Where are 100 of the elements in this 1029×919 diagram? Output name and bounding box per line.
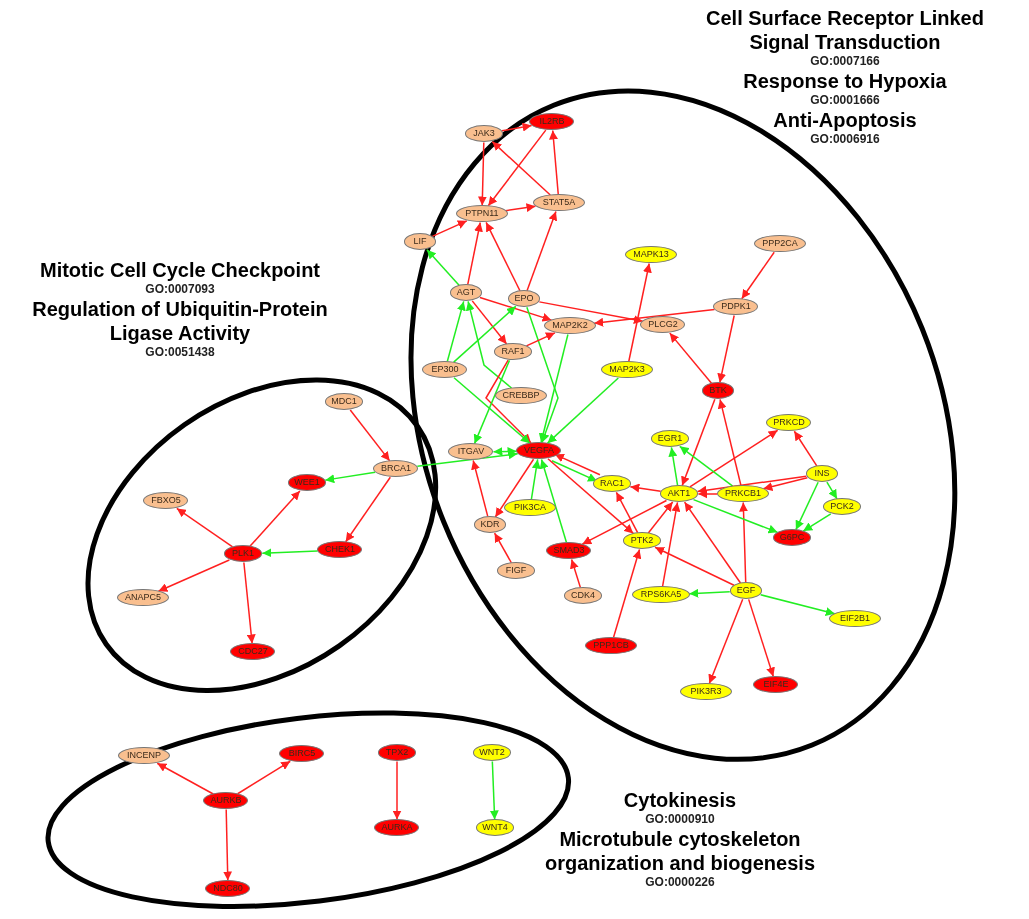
arrow — [492, 446, 518, 457]
arrow — [526, 210, 558, 292]
gene-node: SMAD3 — [546, 542, 592, 560]
go-term-id: GO:0000226 — [644, 875, 716, 890]
gene-node: RAC1 — [592, 475, 632, 493]
arrow — [717, 398, 742, 487]
gene-node: CDK4 — [563, 587, 603, 605]
arrow — [697, 489, 719, 499]
gene-node: AURKB — [203, 792, 249, 810]
arrow — [473, 359, 511, 445]
gene-node: KDR — [473, 516, 507, 534]
arrow — [494, 458, 535, 518]
gene-node: MAPK13 — [625, 246, 677, 264]
gene-node: WNT2 — [472, 744, 512, 762]
gene-node: CREBBP — [495, 387, 547, 405]
gene-node: PPP2CA — [754, 235, 806, 253]
arrow — [157, 559, 231, 592]
gene-node: EIF4E — [753, 676, 799, 694]
arrow — [668, 446, 679, 487]
gene-node: PTPN11 — [456, 205, 508, 223]
arrow — [431, 220, 468, 238]
go-term-id: GO:0007166 — [809, 54, 881, 69]
arrow — [249, 490, 301, 547]
arrow — [485, 359, 532, 444]
arrow — [493, 532, 513, 564]
arrow — [426, 248, 460, 287]
gene-node: PPP1CB — [585, 637, 637, 655]
cluster-heading: Cytokinesis — [622, 788, 738, 812]
gene-node: NDC80 — [205, 880, 251, 898]
cluster-heading: Anti-Apoptosis — [772, 108, 918, 132]
gene-node: JAK3 — [464, 125, 504, 143]
gene-node: TPX2 — [377, 744, 417, 762]
arrow — [570, 558, 582, 589]
gene-node: ANAPC5 — [117, 589, 169, 607]
arrow — [739, 501, 749, 584]
gene-node: STAT5A — [533, 194, 585, 212]
arrow — [661, 501, 681, 588]
arrow — [156, 762, 214, 795]
gene-node: PTK2 — [622, 532, 662, 550]
gene-node: MAP2K3 — [601, 361, 653, 379]
gene-node: PRKCD — [766, 414, 812, 432]
arrow — [538, 301, 644, 324]
arrow — [530, 458, 541, 501]
gene-node: WEE1 — [287, 474, 327, 492]
arrow — [243, 561, 256, 645]
arrow — [504, 203, 537, 213]
gene-node: FIGF — [496, 562, 536, 580]
arrow — [501, 122, 533, 132]
gene-node: LIF — [403, 233, 437, 251]
gene-node: RAF1 — [493, 343, 533, 361]
gene-node: EP300 — [422, 361, 468, 379]
arrow — [683, 501, 742, 584]
arrow — [826, 481, 838, 500]
arrow — [465, 300, 513, 389]
gene-node: BTK — [701, 382, 735, 400]
arrow — [615, 491, 639, 534]
arrow — [261, 548, 319, 558]
arrow — [349, 409, 391, 462]
go-term-id: GO:0051438 — [144, 345, 216, 360]
arrow — [692, 498, 779, 534]
arrow — [466, 221, 483, 286]
arrow — [392, 760, 402, 821]
arrow — [554, 453, 601, 476]
arrow — [479, 296, 553, 322]
gene-node: PIK3CA — [504, 499, 556, 517]
cluster-heading: Cell Surface Receptor Linked Signal Transduction — [705, 6, 985, 54]
arrow — [688, 588, 731, 598]
gene-node: RPS6KA5 — [632, 586, 690, 604]
arrow — [581, 499, 668, 545]
gene-node: EIF2B1 — [829, 610, 881, 628]
gene-node: WNT4 — [475, 819, 515, 837]
arrow — [526, 306, 559, 444]
arrow — [612, 548, 642, 639]
arrow — [471, 459, 489, 518]
arrow — [453, 377, 531, 444]
arrow — [795, 481, 819, 531]
go-term-id: GO:0006916 — [809, 132, 881, 147]
arrow — [416, 450, 519, 468]
arrow — [689, 429, 779, 488]
go-term-id: GO:0007093 — [144, 282, 216, 297]
gene-node: FBXO5 — [143, 492, 189, 510]
arrow — [759, 594, 836, 616]
gene-node: INS — [805, 465, 839, 483]
arrow — [593, 308, 716, 327]
arrow — [489, 760, 499, 821]
arrow — [491, 140, 552, 196]
arrow — [176, 507, 234, 548]
gene-node: AKT1 — [659, 485, 699, 503]
arrow — [452, 305, 517, 363]
arrow — [669, 332, 713, 384]
arrow — [237, 760, 291, 795]
gene-node: PLK1 — [223, 545, 263, 563]
gene-node: BRCA1 — [373, 460, 419, 478]
arrow — [223, 808, 233, 882]
arrow — [681, 398, 716, 487]
gene-node: EGF — [729, 582, 763, 600]
arrow — [549, 129, 559, 196]
gene-node: MAP2K2 — [544, 317, 596, 335]
gene-node: PDPK1 — [713, 298, 759, 316]
gene-node: PRKCB1 — [717, 485, 769, 503]
